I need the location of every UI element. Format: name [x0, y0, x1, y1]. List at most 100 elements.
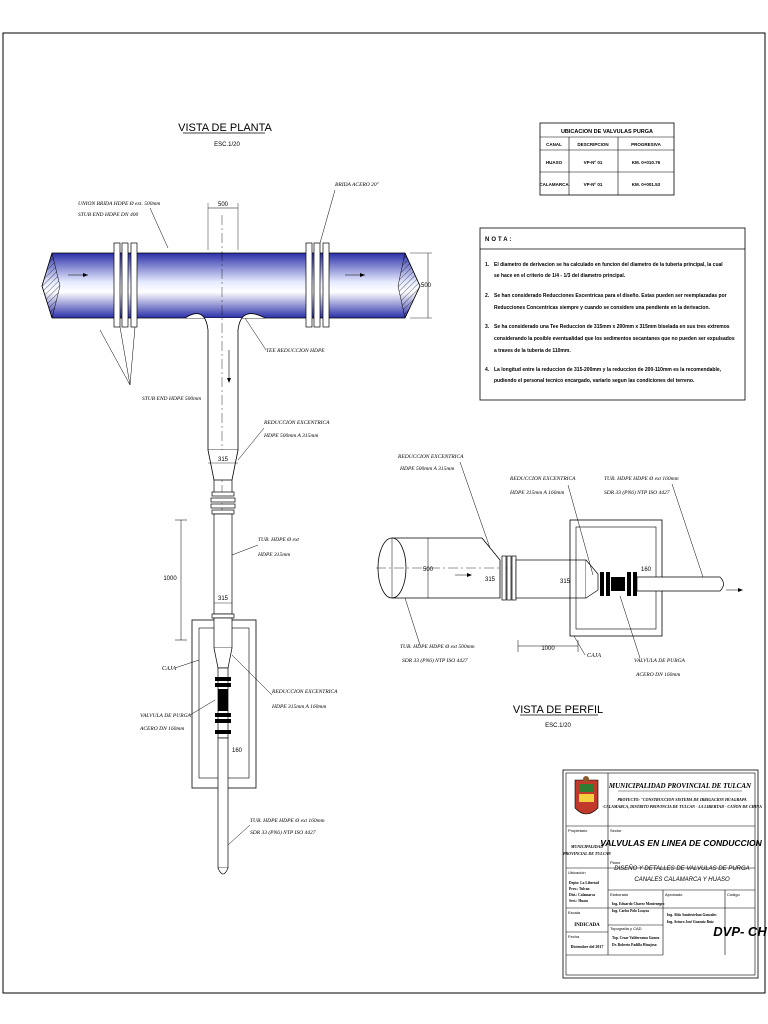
note-number: 2.	[485, 293, 490, 299]
propietario: MUNICIPALIDAD	[570, 844, 603, 849]
label-valvula-plan: VALVULA DE PURGA ACERO DN 160mm	[139, 699, 216, 732]
label-profile-reduccion-1: REDUCCION EXCENTRICA HDPE 500mm A 315mm	[397, 454, 491, 549]
profile-view: 500 315 315 160 1000	[376, 454, 743, 729]
profile-main-pipe	[392, 537, 501, 599]
label-codo: BRIDA ACERO 20"	[319, 182, 380, 244]
note-number: 3.	[485, 324, 490, 330]
flange-right	[305, 242, 330, 328]
label-stub-end: STUB END HDPE 500mm	[99, 326, 201, 402]
dim-500-top: 500	[218, 202, 229, 208]
note-line: pudiendo el personal tecnico encargado, …	[494, 378, 695, 384]
svg-text:CAJA: CAJA	[587, 653, 601, 659]
table-cell: HUASO	[546, 160, 563, 165]
svg-text:REDUCCION EXCENTRICA: REDUCCION EXCENTRICA	[509, 476, 576, 482]
svg-text:BRIDA ACERO 20": BRIDA ACERO 20"	[335, 182, 380, 188]
ubicacion-line: Prov.: Tulcan	[569, 887, 590, 891]
table-title: UBICACION DE VALVULAS PURGA	[561, 129, 653, 135]
note-line: Se han considerado Reducciones Excentric…	[494, 293, 727, 299]
svg-text:UNION BRIDA HDPE Ø ext. 500mm: UNION BRIDA HDPE Ø ext. 500mm	[78, 201, 160, 207]
plan-view-title: VISTA DE PLANTA	[178, 122, 272, 134]
svg-text:CAJA: CAJA	[162, 666, 176, 672]
ubicacion-label: Ubicación	[568, 870, 586, 875]
svg-text:HDPE 500mm A 315mm: HDPE 500mm A 315mm	[263, 433, 318, 439]
sector-label: Sector	[610, 828, 622, 833]
note-line: El diametro de derivacion se ha calculad…	[494, 262, 723, 268]
note-line: se hace en el criterio de 1/4 - 1/3 del …	[494, 273, 626, 279]
label-reduccion-2: REDUCCION EXCENTRICA HDPE 315mm A 160mm	[231, 654, 338, 710]
label-tub-315: TUB. HDPE Ø ext HDPE 315mm	[231, 537, 299, 558]
codigo: DVP- CH	[713, 924, 767, 939]
ubicacion-line: Dist.: Calamarca	[569, 893, 595, 897]
ubicacion-line: Sect.: Huaso	[569, 899, 588, 903]
valve-profile	[600, 572, 637, 596]
elaborado-line: Ing. Carlos Polo Loayza	[612, 909, 649, 913]
svg-text:TEE REDUCCION HDPE: TEE REDUCCION HDPE	[266, 348, 325, 354]
label-profile-reduccion-2: REDUCCION EXCENTRICA HDPE 315mm A 160mm	[509, 476, 594, 576]
table-cell: KM. 0+010.76	[632, 160, 661, 165]
svg-text:HDPE 315mm: HDPE 315mm	[257, 552, 290, 558]
topografia-line: Dr. Roberto Padilla Hinojosa	[612, 943, 657, 947]
svg-text:TUB. HDPE Ø ext: TUB. HDPE Ø ext	[258, 537, 299, 543]
tee-branch	[184, 313, 266, 451]
note-line: a traves de la tuberia de 110mm.	[494, 348, 571, 354]
label-profile-valvula: VALVULA DE PURGA ACERO DN 160mm	[619, 595, 686, 678]
main-title: VALVULAS EN LINEA DE CONDUCCION	[600, 838, 762, 848]
svg-text:REDUCCION EXCENTRICA: REDUCCION EXCENTRICA	[397, 454, 464, 460]
note-line: Reducciones Concentricas siempre y cuand…	[494, 305, 711, 311]
label-tee: TEE REDUCCION HDPE	[244, 317, 325, 354]
svg-text:VALVULA DE PURGA: VALVULA DE PURGA	[140, 713, 192, 719]
plan-view: VISTA DE PLANTA ESC.1/20	[41, 122, 432, 875]
fecha-label: Fecha	[568, 934, 580, 939]
label-profile-caja: CAJA	[573, 635, 601, 659]
svg-text:TUB. HDPE HDPE Ø ext 160mm: TUB. HDPE HDPE Ø ext 160mm	[250, 818, 325, 824]
topografia-line: Top. Cesar Valderrama Gomez	[612, 936, 660, 940]
ubicacion-line: Depto: La Libertad	[569, 881, 599, 885]
main-pipe	[41, 252, 421, 319]
dim-500-right: 500	[421, 283, 432, 289]
table-header: CANAL	[546, 142, 562, 147]
note-number: 1.	[485, 262, 490, 268]
dim-315-b: 315	[218, 596, 229, 602]
svg-text:REDUCCION EXCENTRICA: REDUCCION EXCENTRICA	[271, 689, 338, 695]
sheet-border	[2, 32, 766, 994]
plan-view-scale: ESC.1/20	[214, 142, 240, 148]
svg-text:ACERO DN 160mm: ACERO DN 160mm	[635, 672, 680, 678]
table-cell: VP-Nº 01	[584, 160, 603, 165]
svg-text:VALVULA DE PURGA: VALVULA DE PURGA	[634, 658, 686, 664]
svg-text:SDR 33 (PN6) NTP ISO 4427: SDR 33 (PN6) NTP ISO 4427	[402, 657, 468, 664]
svg-text:STUB END HDPE 500mm: STUB END HDPE 500mm	[142, 396, 201, 402]
dim-profile-160: 160	[641, 567, 652, 573]
plano-label: Plano	[610, 860, 621, 865]
table-cell: KM. 0+001.53	[632, 182, 661, 187]
aprobado-line: Ing. Arturo José Guarniz Ruiz	[667, 920, 714, 924]
svg-text:HDPE 500mm A 315mm: HDPE 500mm A 315mm	[399, 466, 454, 472]
flange-left	[113, 242, 138, 328]
table-cell: VP-Nº 01	[584, 182, 603, 187]
label-caja-plan: CAJA	[162, 659, 200, 672]
valve-plan	[215, 677, 231, 734]
elaborado-line: Ing. Eduardo Chavez Montenegro	[612, 902, 665, 906]
project-line: PROYECTO: "CONSTRUCCION SISTEMA DE IRRIG…	[617, 797, 747, 802]
dim-profile-500: 500	[423, 567, 434, 573]
table-header: PROGRESIVA	[631, 142, 661, 147]
dim-profile-1000: 1000	[541, 646, 555, 652]
sub-title-1: DISEÑO Y DETALLES DE VALVULAS DE PURGA	[614, 865, 749, 872]
sub-title-2: CANALES CALAMARCA Y HUASO	[634, 877, 730, 883]
codigo-label: Código	[727, 892, 740, 897]
aprobado-label: Aprobado	[665, 892, 683, 897]
notes-box: NOTA: 1. El diametro de derivacion se ha…	[479, 227, 746, 401]
svg-text:SDR 33 (PN6) NTP ISO 4427: SDR 33 (PN6) NTP ISO 4427	[604, 489, 670, 496]
table-cell: CALAMARCA	[539, 182, 569, 187]
dim-profile-315: 315	[485, 577, 496, 583]
label-tub-160: TUB. HDPE HDPE Ø ext 160mm SDR 33 (PN6) …	[227, 818, 325, 846]
dim-profile-315-b: 315	[560, 579, 571, 585]
note-line: Se ha considerado una Tee Reduccion de 3…	[494, 324, 730, 330]
title-block: MUNICIPALIDAD PROVINCIAL DE TULCAN PROYE…	[562, 769, 767, 979]
notes-title: NOTA:	[485, 237, 514, 243]
valve-location-table: UBICACION DE VALVULAS PURGA CANAL DESCRI…	[539, 122, 675, 196]
escala-label: Escala	[568, 910, 581, 915]
svg-text:ACERO DN 160mm: ACERO DN 160mm	[139, 726, 184, 732]
aprobado-line: Ing. Aldo Santiesteban Gonzales	[667, 913, 717, 917]
note-line: considerando la posible eventualidad que…	[494, 336, 735, 342]
